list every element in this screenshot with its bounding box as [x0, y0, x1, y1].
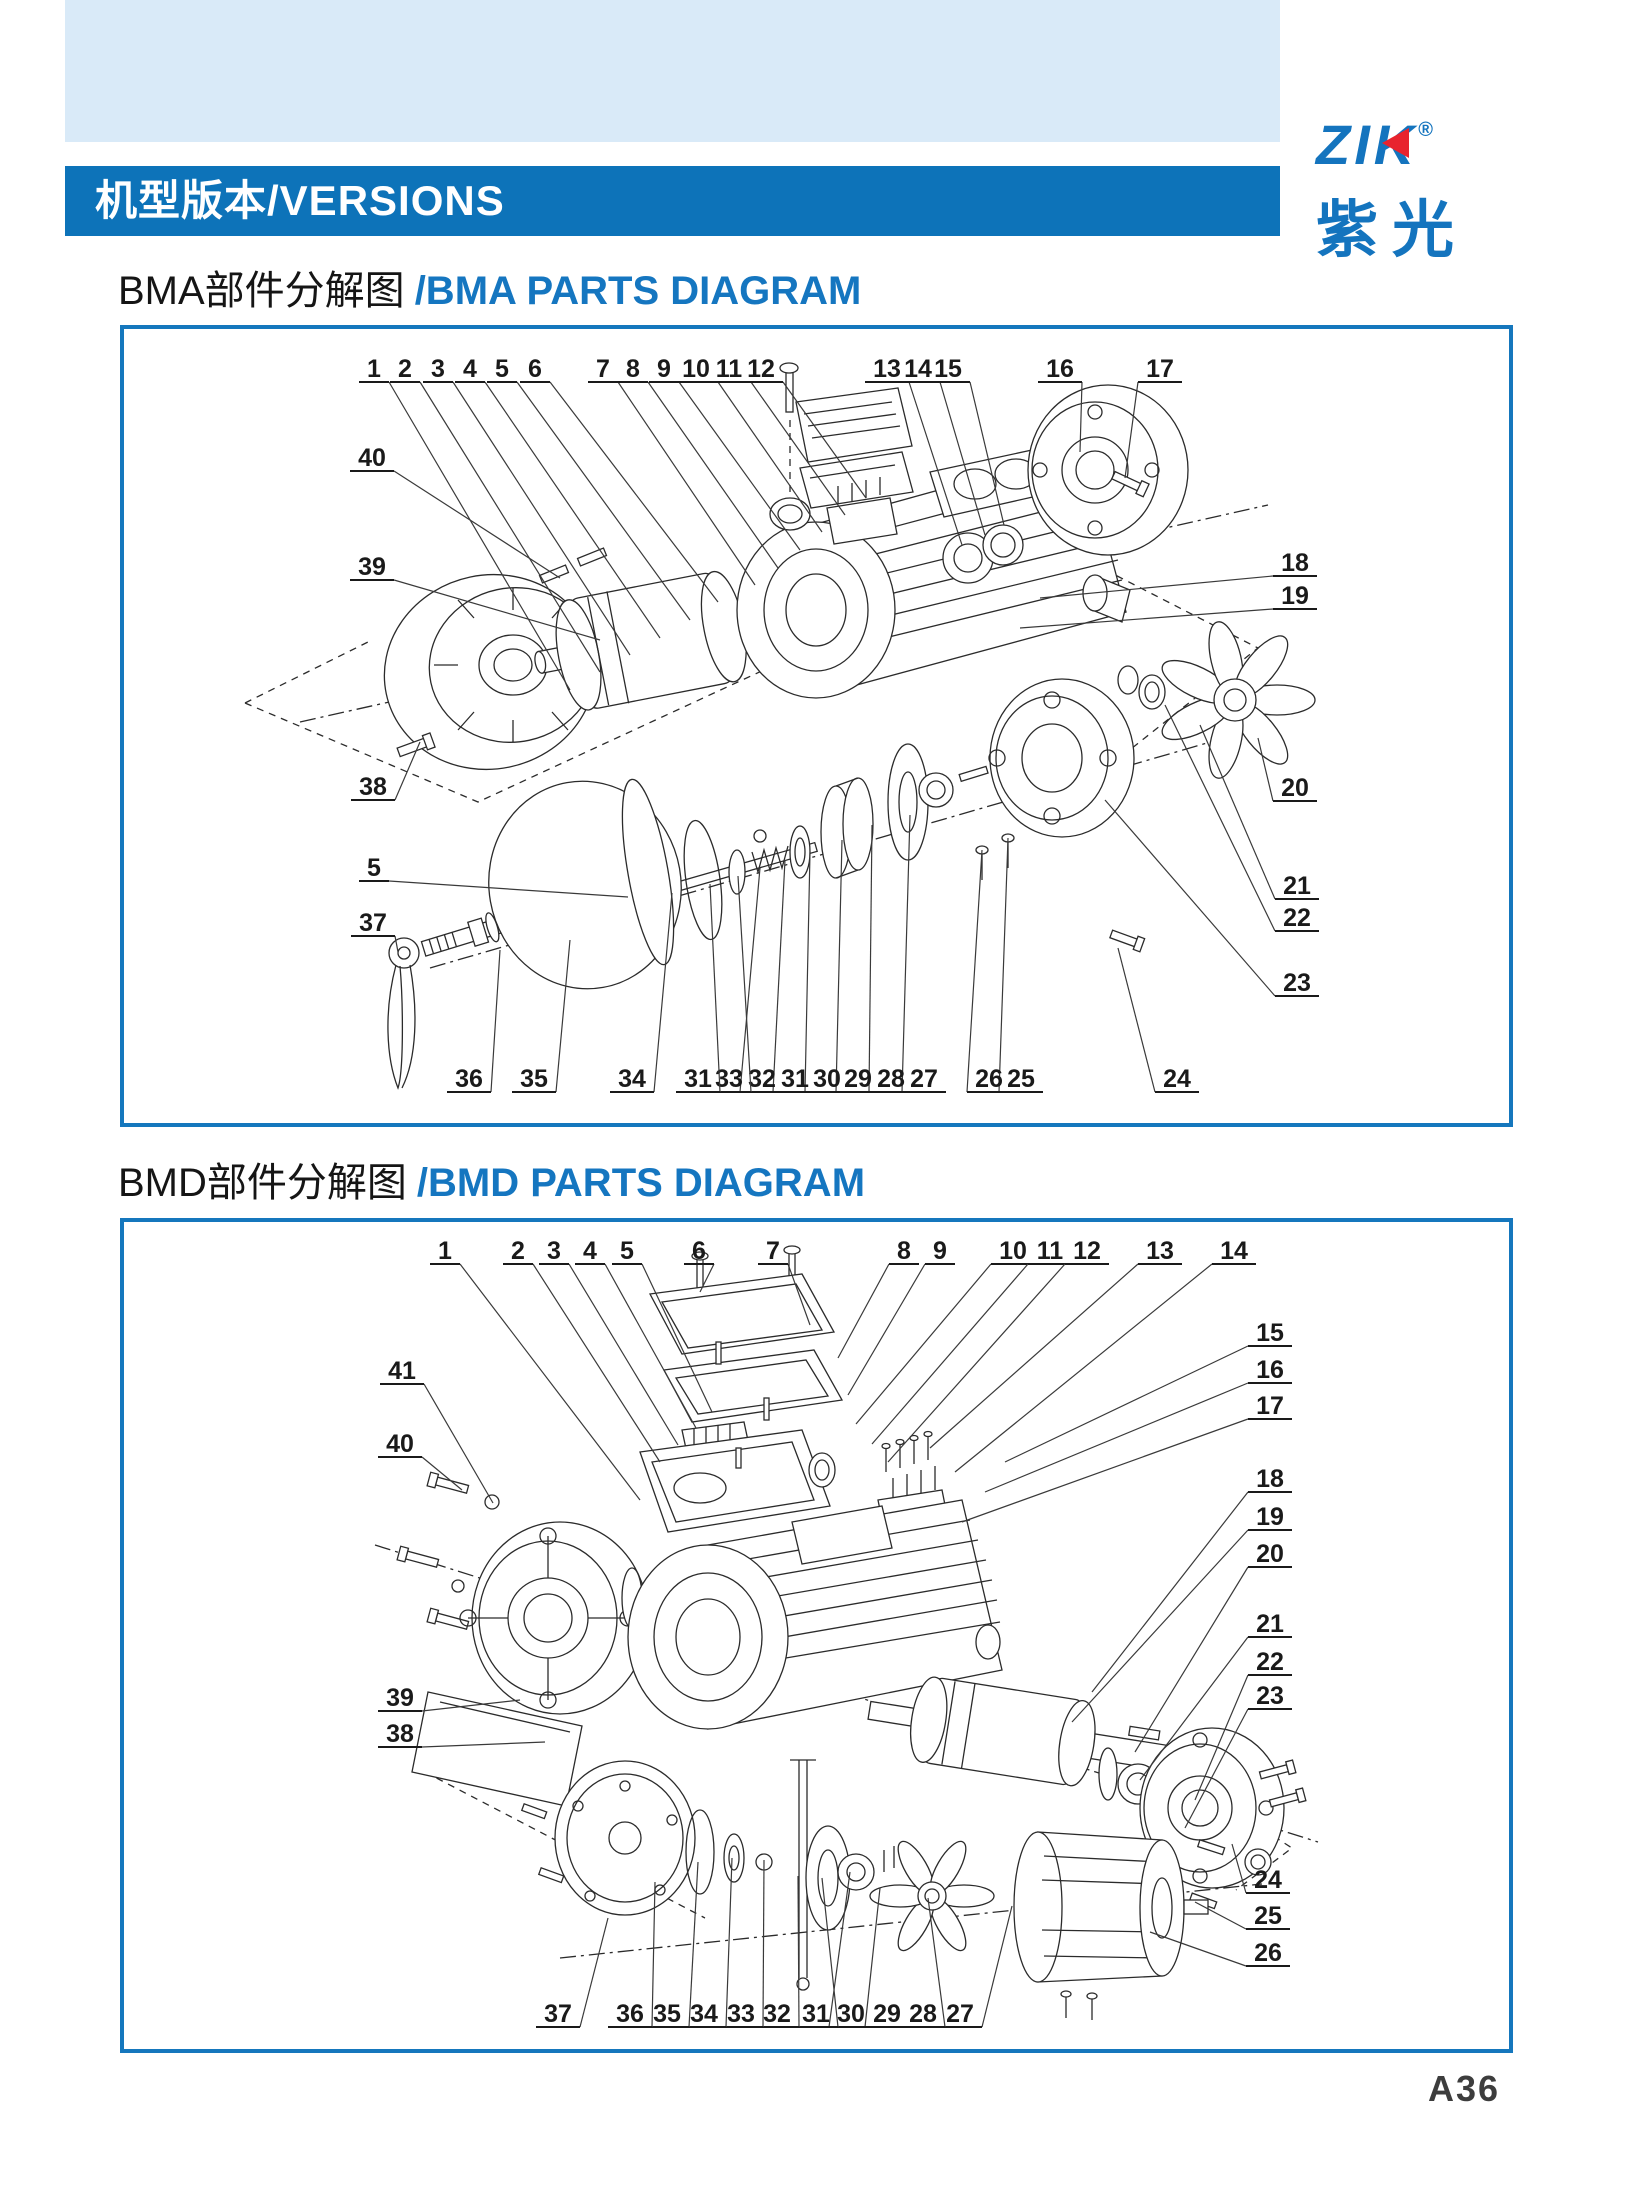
bma-section-title: BMA部件分解图/BMA PARTS DIAGRAM	[118, 258, 861, 316]
bmd-diagram-frame	[120, 1218, 1513, 2053]
bma-title-chinese: BMA部件分解图	[118, 269, 405, 313]
bma-title-english: /BMA PARTS DIAGRAM	[414, 269, 862, 313]
brand-logo: ZIK® 紫光	[1316, 112, 1556, 269]
registered-mark: ®	[1418, 119, 1433, 141]
brand-logo-chinese: 紫光	[1316, 196, 1469, 265]
header-light-band	[65, 0, 1280, 142]
logo-red-triangle-icon	[1381, 128, 1409, 158]
banner-title: 机型版本/VERSIONS	[95, 177, 505, 224]
bmd-title-chinese: BMD部件分解图	[118, 1161, 407, 1205]
section-banner: 机型版本/VERSIONS	[65, 166, 1280, 236]
bmd-section-title: BMD部件分解图/BMD PARTS DIAGRAM	[118, 1150, 865, 1208]
bmd-title-english: /BMD PARTS DIAGRAM	[416, 1161, 866, 1205]
page-number: A36	[1428, 2068, 1501, 2109]
bma-diagram-frame	[120, 325, 1513, 1127]
brand-logo-mark: ZIK®	[1316, 112, 1433, 177]
